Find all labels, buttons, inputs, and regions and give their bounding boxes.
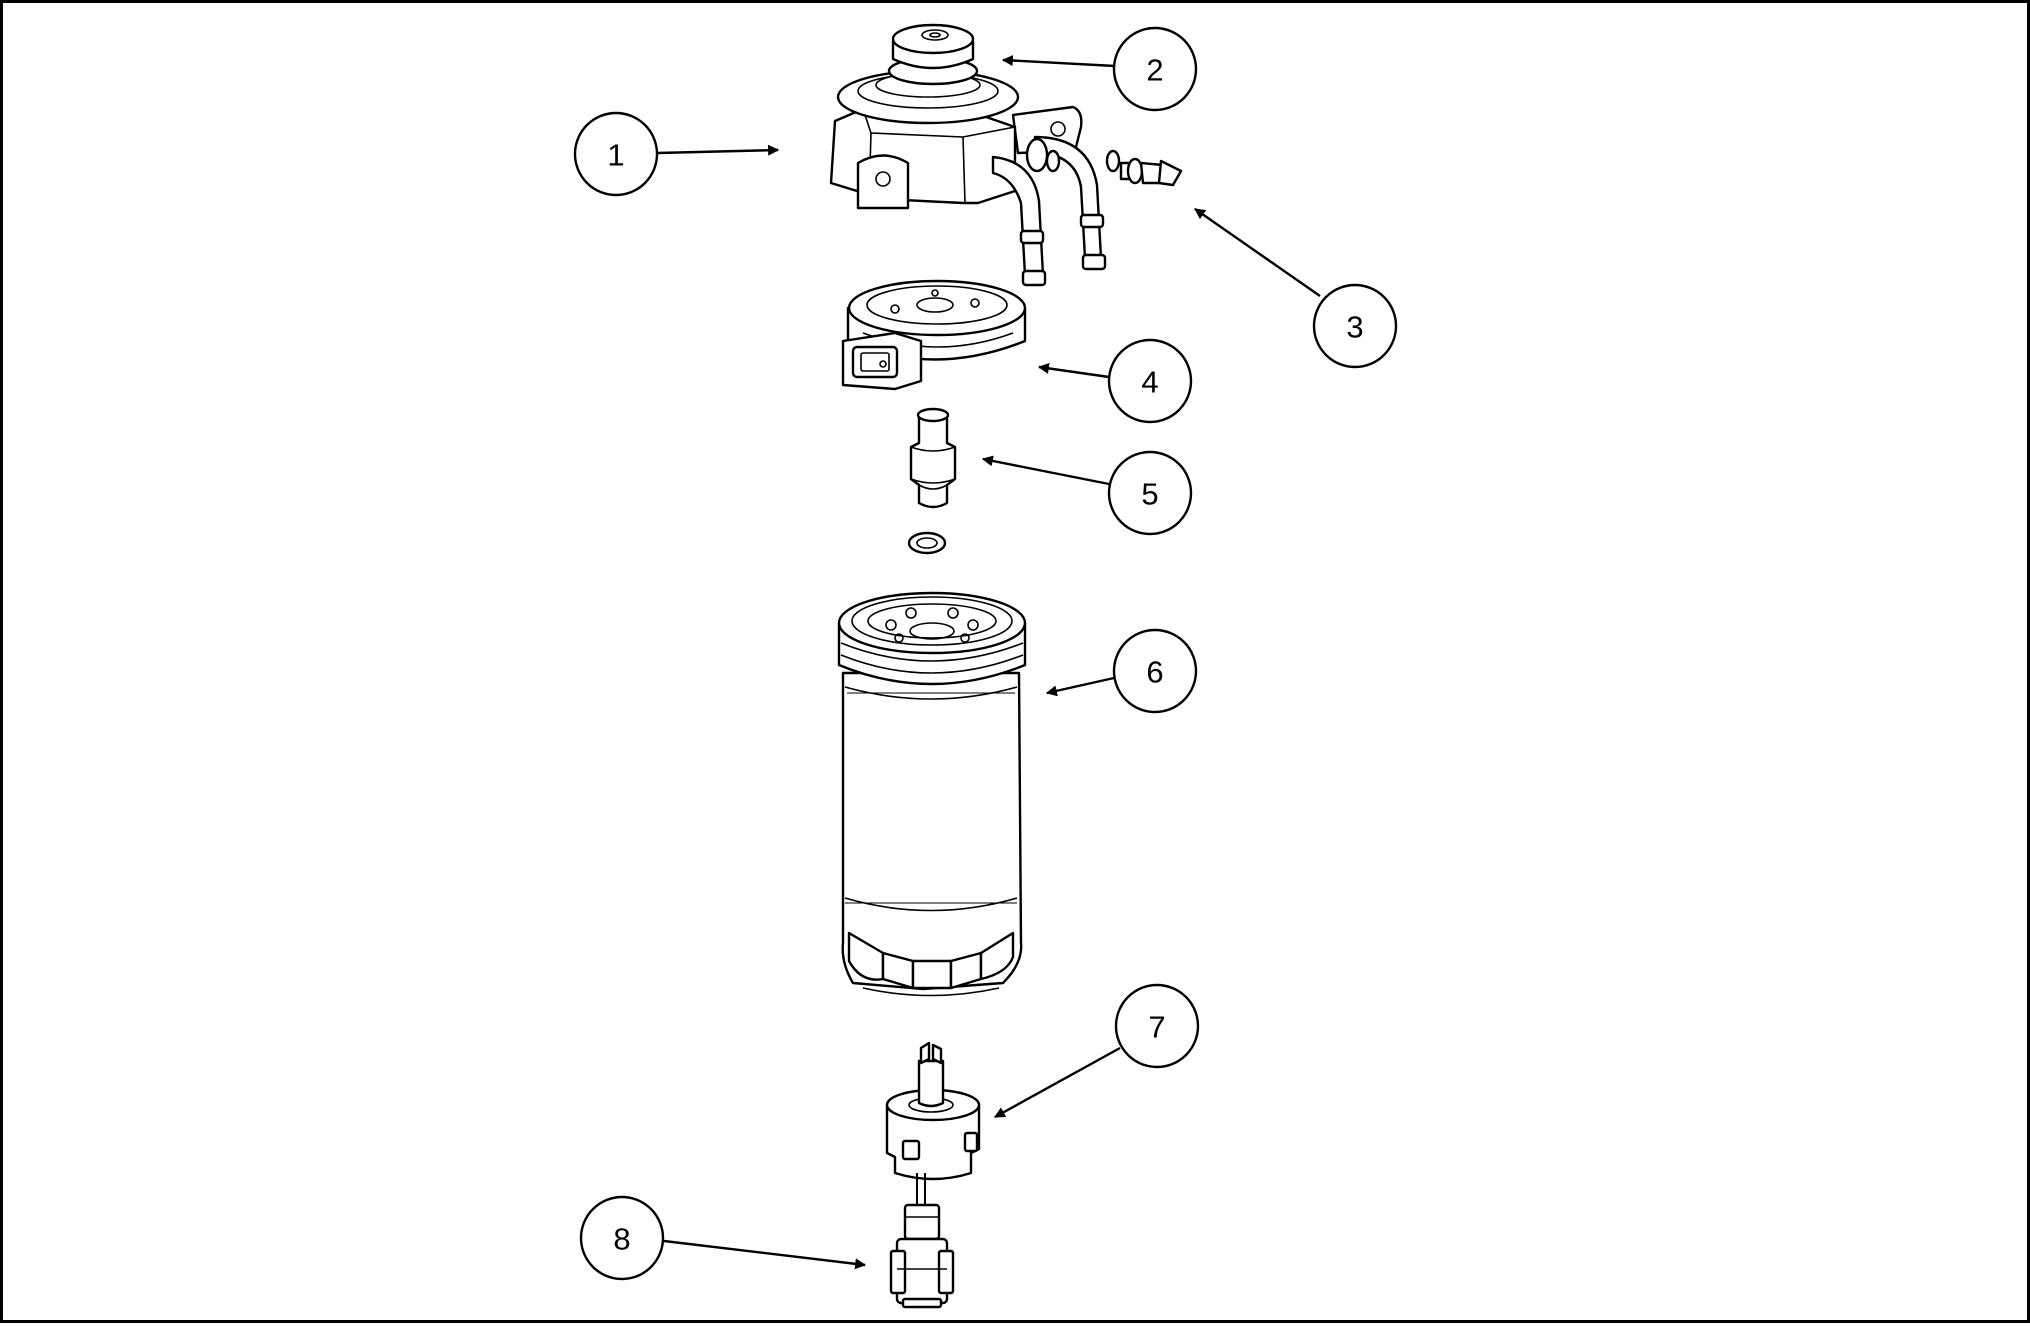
callout-8: 8 bbox=[579, 1195, 665, 1281]
filter-head-housing bbox=[829, 69, 1121, 287]
callouts: 1 2 3 4 5 6 7 8 bbox=[573, 26, 1398, 1281]
callout-1: 1 bbox=[573, 111, 659, 197]
leader-2 bbox=[1001, 55, 1116, 68]
bleed-screw bbox=[1119, 157, 1183, 187]
wiring-connector bbox=[889, 1173, 955, 1309]
callout-label: 4 bbox=[1141, 365, 1158, 400]
leader-7 bbox=[994, 1046, 1121, 1119]
leader-6 bbox=[1045, 676, 1115, 697]
leader-3 bbox=[1194, 208, 1321, 297]
leader-1 bbox=[657, 144, 780, 156]
fuel-filter-exploded-diagram: 1 2 3 4 5 6 7 8 bbox=[573, 23, 1398, 1309]
priming-pump-cap bbox=[887, 23, 979, 86]
callout-label: 7 bbox=[1148, 1010, 1165, 1045]
filter-cartridge bbox=[837, 591, 1027, 997]
callout-5: 5 bbox=[1107, 450, 1193, 536]
leader-4 bbox=[1037, 362, 1110, 379]
callout-label: 3 bbox=[1346, 310, 1363, 345]
sealing-washer bbox=[907, 531, 947, 555]
callout-leaders bbox=[657, 55, 1321, 1270]
callout-label: 8 bbox=[613, 1222, 630, 1257]
callout-7: 7 bbox=[1114, 983, 1200, 1069]
callout-label: 2 bbox=[1146, 53, 1163, 88]
leader-8 bbox=[663, 1239, 867, 1270]
callout-4: 4 bbox=[1107, 338, 1193, 424]
callout-label: 5 bbox=[1141, 477, 1158, 512]
callout-label: 6 bbox=[1146, 655, 1163, 690]
callout-3: 3 bbox=[1312, 283, 1398, 369]
leader-5 bbox=[981, 455, 1110, 486]
callout-2: 2 bbox=[1112, 26, 1198, 112]
sensor-stud bbox=[909, 407, 957, 509]
callout-6: 6 bbox=[1112, 628, 1198, 714]
water-sensor-heater-ring bbox=[841, 279, 1027, 391]
drain-valve-sensor bbox=[885, 1041, 981, 1181]
callout-label: 1 bbox=[607, 138, 624, 173]
